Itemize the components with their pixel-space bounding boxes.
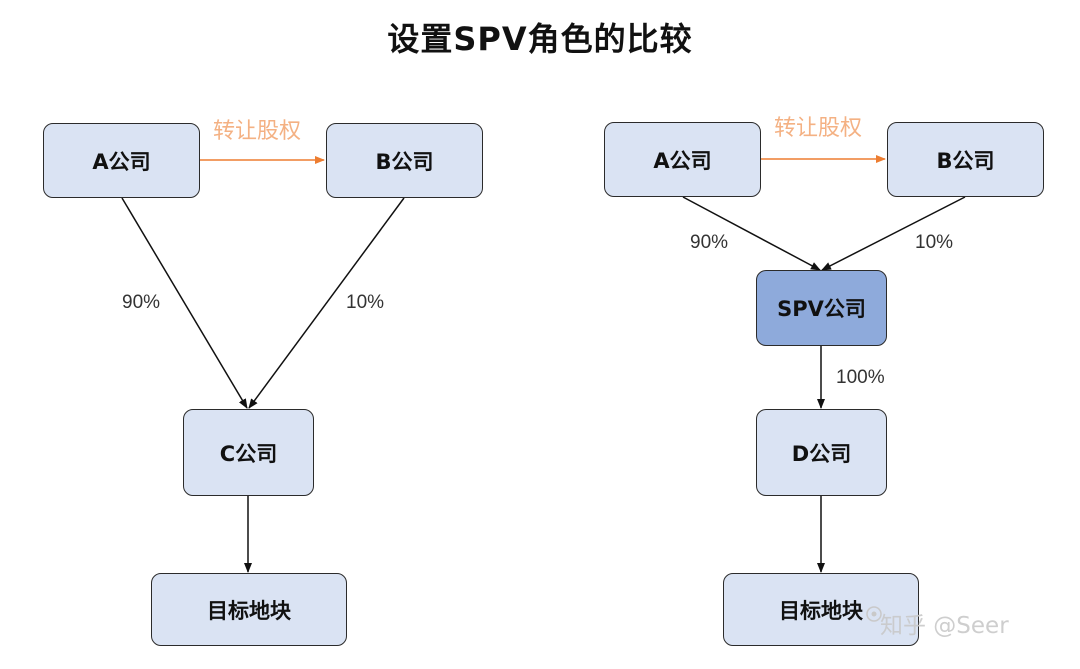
right-b-share-label: 10%	[915, 232, 954, 253]
right-company-b-box: B公司	[887, 122, 1044, 197]
right-transfer-label: 转让股权	[774, 116, 863, 141]
right-target-land-box: 目标地块	[723, 573, 919, 646]
right-company-a-box: A公司	[604, 122, 761, 197]
left-company-c-box: C公司	[183, 409, 314, 496]
right-b-to-spv-arrow	[821, 196, 966, 271]
right-company-d-box: D公司	[756, 409, 887, 496]
left-target-land-box: 目标地块	[151, 573, 347, 646]
left-transfer-label: 转让股权	[213, 119, 302, 144]
right-a-share-label: 90%	[690, 232, 729, 253]
right-a-to-spv-arrow	[682, 196, 821, 271]
right-spv-share-label: 100%	[836, 367, 885, 388]
left-company-a-box: A公司	[43, 123, 200, 198]
watermark-text: 知乎 @Seer	[880, 613, 1009, 639]
page-title: 设置SPV角色的比较	[387, 20, 693, 58]
left-company-b-box: B公司	[326, 123, 483, 198]
left-a-to-c-arrow	[121, 197, 248, 409]
left-b-share-label: 10%	[346, 292, 385, 313]
right-spv-company-box: SPV公司	[756, 270, 887, 346]
watermark-icon	[866, 606, 882, 622]
left-a-share-label: 90%	[122, 292, 161, 313]
left-b-to-c-arrow	[248, 197, 405, 409]
